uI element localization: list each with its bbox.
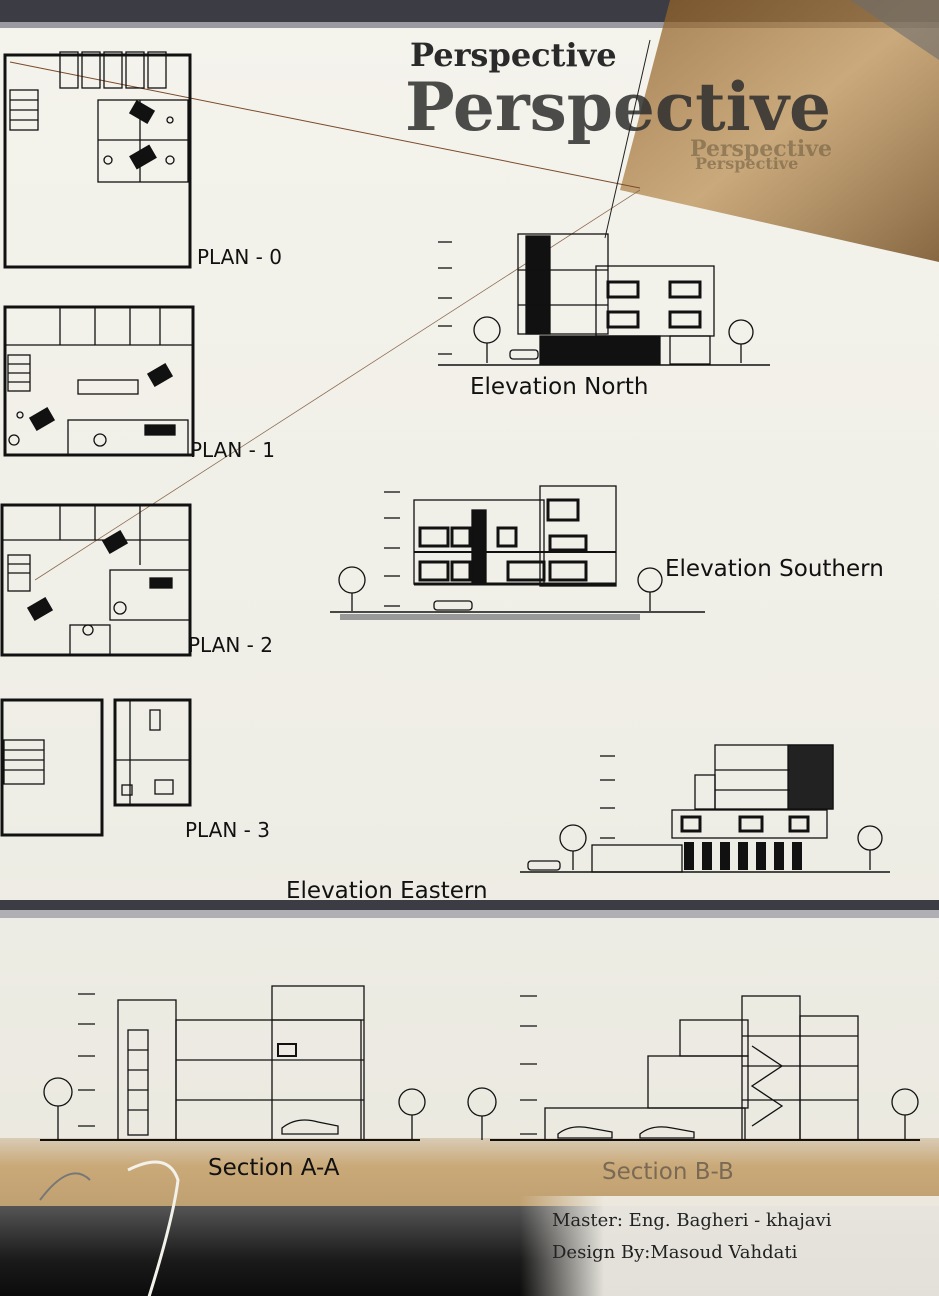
- plan-3-drawing: [0, 698, 192, 837]
- credit-design: Design By:Masoud Vahdati: [552, 1242, 798, 1263]
- title-perspective-small: Perspective: [410, 36, 617, 74]
- logo-mark: [39, 1160, 180, 1296]
- section-divider-grey: [0, 910, 939, 918]
- section-a-a-label: Section A-A: [208, 1155, 340, 1181]
- section-a-a-drawing: [40, 985, 426, 1141]
- section-divider-dark: [0, 900, 939, 910]
- plan-2-label: PLAN - 2: [188, 633, 273, 657]
- title-perspective-large: Perspective: [405, 68, 832, 146]
- plan-0-label: PLAN - 0: [197, 245, 282, 269]
- elevation-southern-drawing: [330, 485, 705, 620]
- plan-2-drawing: [0, 503, 192, 657]
- title-perspective-ghost: Perspective: [690, 136, 833, 162]
- plan-1-drawing: [3, 305, 195, 457]
- elevation-north-label: Elevation North: [470, 374, 649, 400]
- section-b-b-label: Section B-B: [602, 1159, 734, 1185]
- elevation-north-drawing: [438, 233, 770, 366]
- credit-panel: [520, 1196, 939, 1296]
- section-b-b-drawing: [467, 995, 920, 1141]
- credit-master: Master: Eng. Bagheri - khajavi: [552, 1210, 832, 1231]
- elevation-southern-label: Elevation Southern: [665, 556, 884, 582]
- top-grey-bar: [0, 22, 939, 28]
- plan-1-label: PLAN - 1: [190, 438, 275, 462]
- plan-3-label: PLAN - 3: [185, 818, 270, 842]
- brown-wedge-decoration: [620, 0, 939, 262]
- plan-0-drawing: [3, 51, 192, 269]
- elevation-eastern-drawing: [520, 744, 890, 873]
- title-perspective-ghost-small: Perspective: [695, 154, 799, 173]
- elevation-eastern-label: Elevation Eastern: [286, 878, 488, 904]
